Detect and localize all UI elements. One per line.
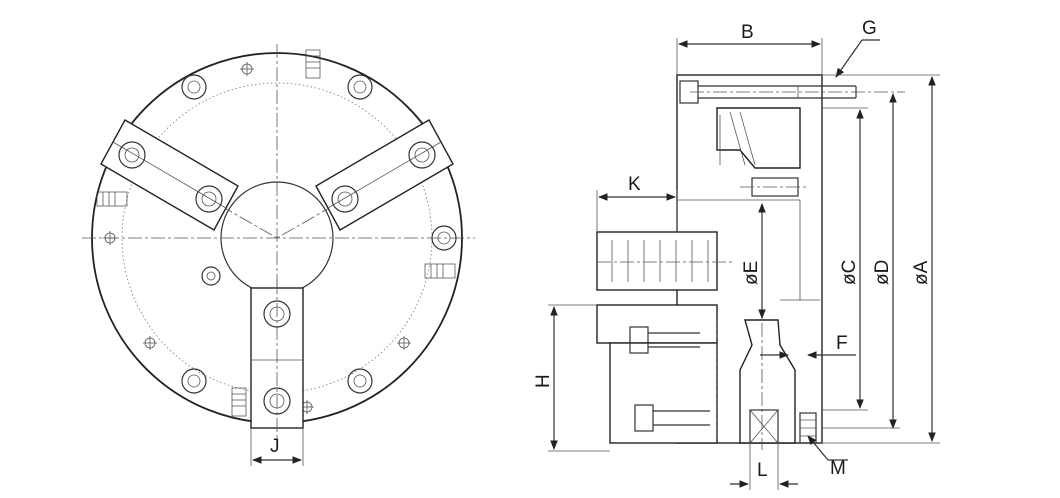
jaw-right [315,119,454,231]
leader-G: G [835,18,880,78]
side-view: B G K øE øC øD [533,18,940,490]
leader-M: M [807,435,848,479]
label-A: øA [911,260,932,285]
label-G: G [862,18,877,39]
dimension-K: K [596,174,678,232]
dimension-E: øE [741,203,766,319]
label-E: øE [741,261,762,285]
label-M: M [830,458,846,479]
label-H: H [533,374,554,388]
upper-jaw-section [716,107,808,197]
front-view: J [82,44,475,466]
threaded-pin [596,231,735,291]
jaw-bottom [250,280,304,440]
label-B: B [741,22,754,43]
dimension-B: B [676,22,823,75]
dimension-A: øA [822,74,940,444]
screw-threads [96,49,456,417]
label-C: øC [839,260,860,285]
label-F: F [836,333,848,354]
dimension-J: J [250,428,304,466]
dimension-F: F [760,333,856,359]
jaw-left [100,119,239,231]
dimension-L: L [730,443,798,490]
label-K: K [628,174,641,195]
label-L: L [757,460,768,481]
dimension-H: H [533,304,610,452]
dimension-D: øD [822,93,900,429]
dimension-C: øC [822,107,868,411]
label-J: J [270,436,280,457]
lower-section [596,300,817,450]
top-bolt [679,80,905,104]
rim-bolts [181,74,457,394]
label-D: øD [872,260,893,285]
